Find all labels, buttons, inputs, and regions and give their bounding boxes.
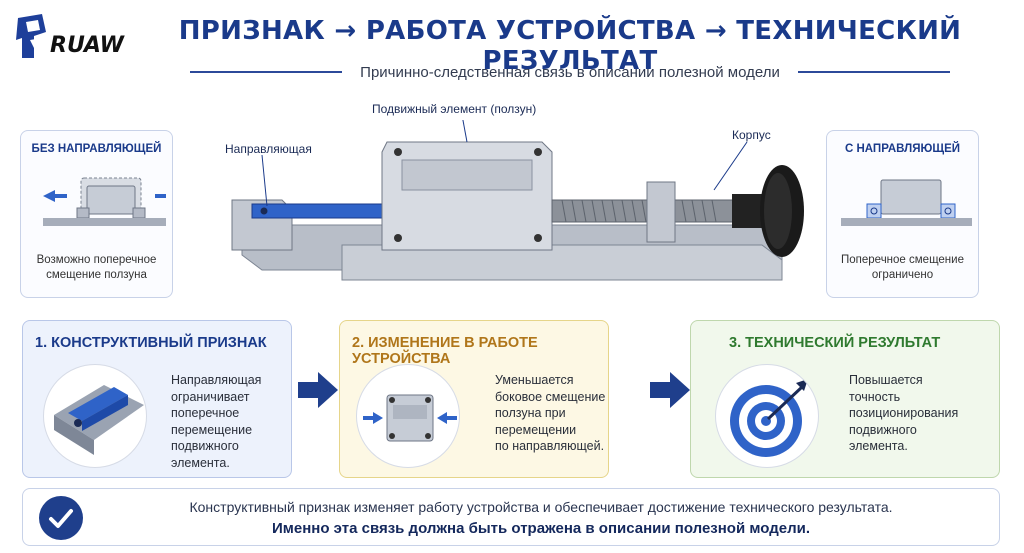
subtitle-line-right <box>797 71 950 73</box>
callout-guide: Направляющая <box>225 142 312 156</box>
text-line: Повышается <box>849 373 923 387</box>
step-2-image <box>356 364 460 468</box>
step-3-title: 3. ТЕХНИЧЕСКИЙ РЕЗУЛЬТАТ <box>729 335 941 351</box>
caption-line: Поперечное смещение <box>841 254 964 266</box>
step-technical-result: 3. ТЕХНИЧЕСКИЙ РЕЗУЛЬТАТ Повышается точн… <box>690 320 1000 478</box>
text-line: подвижного элемента. <box>171 439 239 470</box>
caption-line: Возможно поперечное <box>36 254 157 266</box>
page-subtitle: Причинно-следственная связь в описании п… <box>360 63 780 81</box>
arrow-right-icon <box>298 372 338 408</box>
ruaw-logo: RUAW <box>16 14 126 58</box>
subtitle-line-left <box>190 71 343 73</box>
step-2-text: Уменьшается боковое смещение ползуна при… <box>495 372 605 455</box>
logo-text: RUAW <box>50 33 126 58</box>
slider-block-illustration <box>363 394 457 442</box>
conclusion-panel: Конструктивный признак изменяет работу у… <box>22 488 1000 546</box>
guide-rail-illustration <box>54 385 144 455</box>
text-line: боковое смещение <box>495 389 606 404</box>
text-line: перемещении <box>495 422 577 437</box>
card-with-guide-caption: Поперечное смещение ограничено <box>827 253 978 283</box>
slider-with-guide-illustration <box>841 179 972 226</box>
text-line: элемента. <box>849 439 908 453</box>
step-3-image <box>715 364 819 468</box>
text-line: поперечное <box>171 406 240 420</box>
text-line: по направляющей. <box>495 439 605 453</box>
step-constructive-feature: 1. КОНСТРУКТИВНЫЙ ПРИЗНАК Направляющая о… <box>22 320 292 478</box>
card-without-guide-title: БЕЗ НАПРАВЛЯЮЩЕЙ <box>31 143 162 155</box>
caption-line: ограничено <box>871 269 934 281</box>
callout-body: Корпус <box>732 128 771 142</box>
subtitle-row: Причинно-следственная связь в описании п… <box>190 60 950 84</box>
text-line: Уменьшается <box>495 373 574 387</box>
text-line: подвижного <box>849 422 917 437</box>
text-line: точность <box>849 389 901 404</box>
card-without-guide: БЕЗ НАПРАВЛЯЮЩЕЙ Возможно поперечное сме… <box>20 130 173 298</box>
card-with-guide-title: С НАПРАВЛЯЮЩЕЙ <box>844 143 961 155</box>
step-3-text: Повышается точность позиционирования под… <box>849 372 958 455</box>
callout-slider: Подвижный элемент (ползун) <box>372 102 537 116</box>
step-2-title: 2. ИЗМЕНЕНИЕ В РАБОТЕ УСТРОЙСТВА <box>352 335 538 367</box>
conclusion-line-1: Конструктивный признак изменяет работу у… <box>189 499 893 515</box>
text-line: перемещение <box>171 422 253 437</box>
conclusion-line-2: Именно эта связь должна быть отражена в … <box>271 520 811 537</box>
target-icon <box>730 379 808 457</box>
linear-guide-device-illustration <box>231 120 804 281</box>
text-line: ползуна при <box>495 406 566 420</box>
card-with-guide: С НАПРАВЛЯЮЩЕЙ Поперечное смещение огран… <box>826 130 979 298</box>
text-line: Направляющая <box>171 373 262 387</box>
checkmark-icon <box>39 496 83 540</box>
step-work-change: 2. ИЗМЕНЕНИЕ В РАБОТЕ УСТРОЙСТВА Уменьша… <box>339 320 609 478</box>
text-line: ограничивает <box>171 389 250 404</box>
slider-without-guide-illustration <box>43 177 166 226</box>
step-1-image <box>43 364 147 468</box>
text-line: позиционирования <box>849 406 959 420</box>
caption-line: смещение ползуна <box>46 269 147 281</box>
page-title: ПРИЗНАК → РАБОТА УСТРОЙСТВА → ТЕХНИЧЕСКИ… <box>178 16 962 76</box>
arrow-right-icon <box>650 372 690 408</box>
step-1-title: 1. КОНСТРУКТИВНЫЙ ПРИЗНАК <box>35 335 267 351</box>
step-1-text: Направляющая ограничивает поперечное пер… <box>171 372 291 471</box>
card-without-guide-caption: Возможно поперечное смещение ползуна <box>21 253 172 283</box>
